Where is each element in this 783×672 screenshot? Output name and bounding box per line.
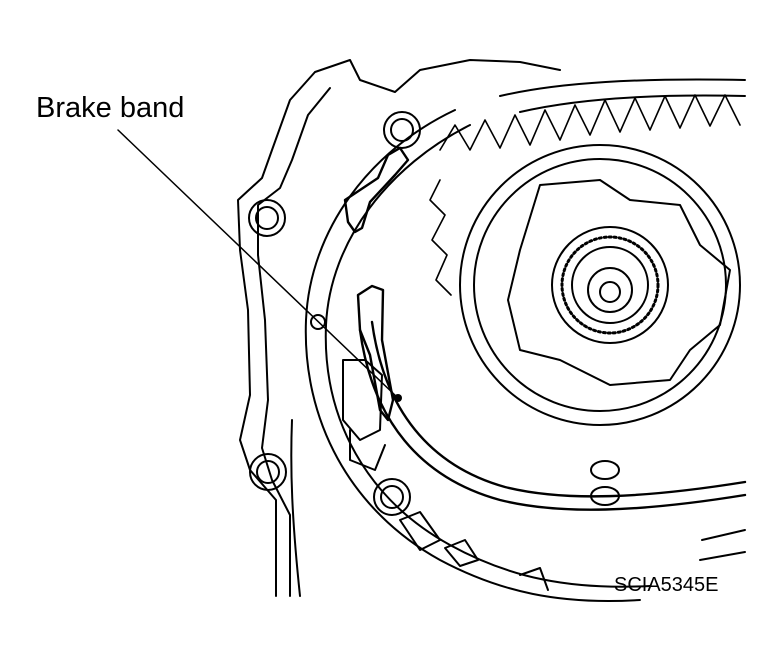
brake-band-label: Brake band xyxy=(36,92,185,124)
bolt-hole xyxy=(255,206,279,230)
clutch-drum xyxy=(459,144,741,426)
drum-gear-teeth xyxy=(429,94,741,296)
case-lower-details xyxy=(399,460,746,591)
bolt-hole xyxy=(380,485,404,509)
figure-code: SCIA5345E xyxy=(614,574,719,596)
servo-piston xyxy=(342,359,386,471)
transmission-case xyxy=(237,59,561,597)
center-hub xyxy=(551,226,669,344)
case-bore-rings xyxy=(304,78,746,603)
brake-band xyxy=(343,146,747,511)
callout-dot xyxy=(394,394,402,402)
bolt-hole xyxy=(256,460,280,484)
bolt-hole xyxy=(390,118,414,142)
callout-leader-line xyxy=(117,129,399,399)
